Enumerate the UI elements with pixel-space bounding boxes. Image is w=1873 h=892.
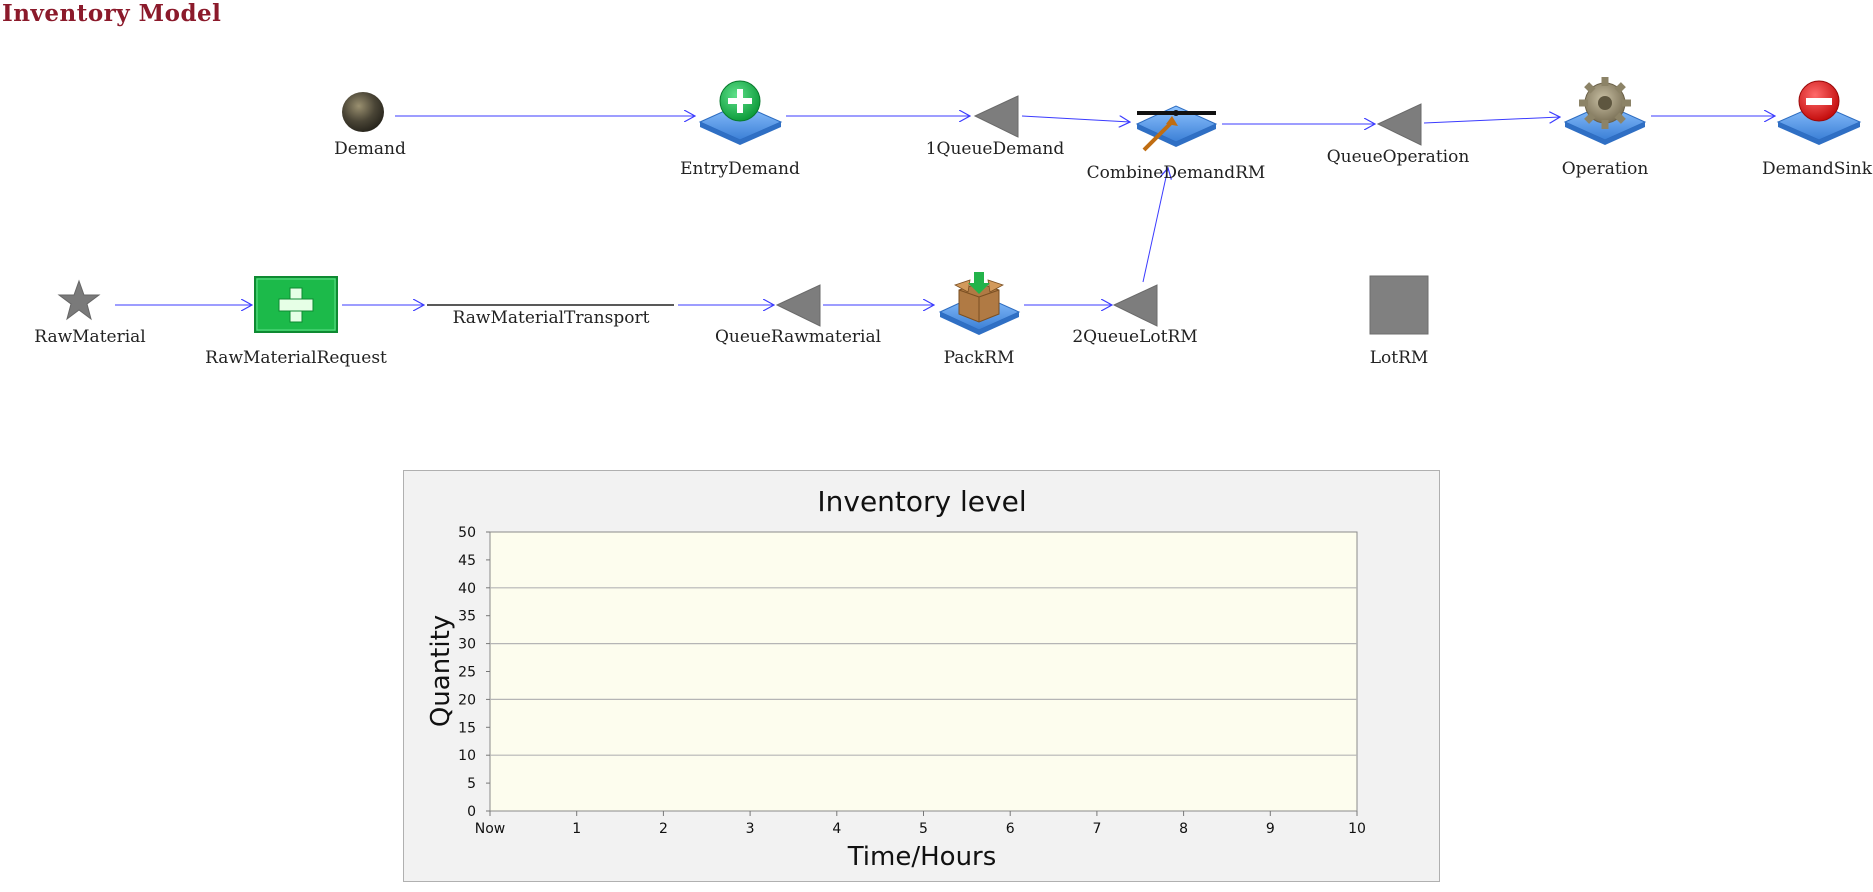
label-queue-raw: QueueRawmaterial (714, 327, 882, 347)
x-tick-label: 8 (1179, 821, 1188, 837)
queue-demand-icon[interactable] (973, 95, 1019, 138)
y-tick-label: 45 (458, 553, 476, 569)
label-queue-lot: 2QueueLotRM (1072, 327, 1198, 347)
label-lot: LotRM (1369, 348, 1429, 368)
y-tick-label: 40 (458, 581, 476, 597)
demand-source-icon[interactable] (342, 92, 384, 132)
label-pack: PackRM (943, 348, 1015, 368)
connector-queuelot-combine[interactable] (1142, 168, 1168, 283)
label-entry-demand: EntryDemand (680, 159, 800, 179)
demand-sink-icon[interactable] (1776, 80, 1862, 145)
y-tick-label: 50 (458, 525, 476, 541)
raw-material-request-icon[interactable] (254, 276, 338, 333)
y-tick-label: 15 (458, 720, 476, 736)
chart-title: Inventory level (817, 485, 1026, 518)
x-tick-label: 1 (572, 821, 581, 837)
x-tick-label: 2 (659, 821, 668, 837)
entry-demand-icon[interactable] (698, 80, 783, 145)
label-demand: Demand (334, 139, 406, 159)
y-tick-label: 20 (458, 692, 476, 708)
x-tick-label: 6 (1006, 821, 1015, 837)
pack-box-icon[interactable] (938, 272, 1021, 335)
x-tick-label: 10 (1348, 821, 1366, 837)
label-operation: Operation (1561, 159, 1649, 179)
queue-raw-material-icon[interactable] (775, 284, 821, 327)
x-axis-label: Time/Hours (847, 842, 997, 872)
y-tick-label: 0 (467, 804, 476, 820)
x-tick-label: 9 (1266, 821, 1275, 837)
y-tick-label: 10 (458, 748, 476, 764)
label-queue-operation: QueueOperation (1326, 147, 1470, 167)
x-tick-label: 7 (1092, 821, 1101, 837)
label-combine: CombineDemandRM (1086, 163, 1266, 183)
label-demand-sink: DemandSink (1761, 159, 1873, 179)
label-raw-material: RawMaterial (34, 327, 146, 347)
queue-lot-icon[interactable] (1112, 284, 1158, 327)
connector-queueop-operation[interactable] (1423, 117, 1560, 124)
x-tick-label: 4 (832, 821, 841, 837)
plot-area (489, 531, 1358, 812)
queue-operation-icon[interactable] (1376, 103, 1422, 146)
model-title: Inventory Model (2, 0, 222, 27)
label-raw-request: RawMaterialRequest (205, 348, 387, 368)
label-transport: RawMaterialTransport (452, 308, 650, 328)
connector-queue-combine[interactable] (1021, 116, 1130, 122)
y-tick-label: 25 (458, 665, 476, 681)
process-flow-diagram (57, 77, 1862, 335)
y-tick-labels: 0 5 10 15 20 25 30 35 40 45 50 (458, 525, 490, 820)
x-tick-labels: Now 1 2 3 4 5 6 7 8 9 10 (475, 811, 1366, 837)
raw-material-star-icon[interactable] (57, 279, 101, 321)
label-queue-demand: 1QueueDemand (925, 139, 1065, 159)
combine-icon[interactable] (1135, 105, 1218, 152)
y-tick-label: 35 (458, 609, 476, 625)
x-tick-label: Now (475, 821, 506, 837)
lot-rm-icon[interactable] (1369, 275, 1429, 335)
x-tick-label: 5 (919, 821, 928, 837)
grid-lines (490, 587, 1357, 756)
y-tick-label: 30 (458, 637, 476, 653)
x-tick-label: 3 (746, 821, 755, 837)
y-tick-label: 5 (467, 776, 476, 792)
operation-gear-icon[interactable] (1563, 77, 1647, 145)
y-axis-label: Quantity (426, 615, 456, 727)
